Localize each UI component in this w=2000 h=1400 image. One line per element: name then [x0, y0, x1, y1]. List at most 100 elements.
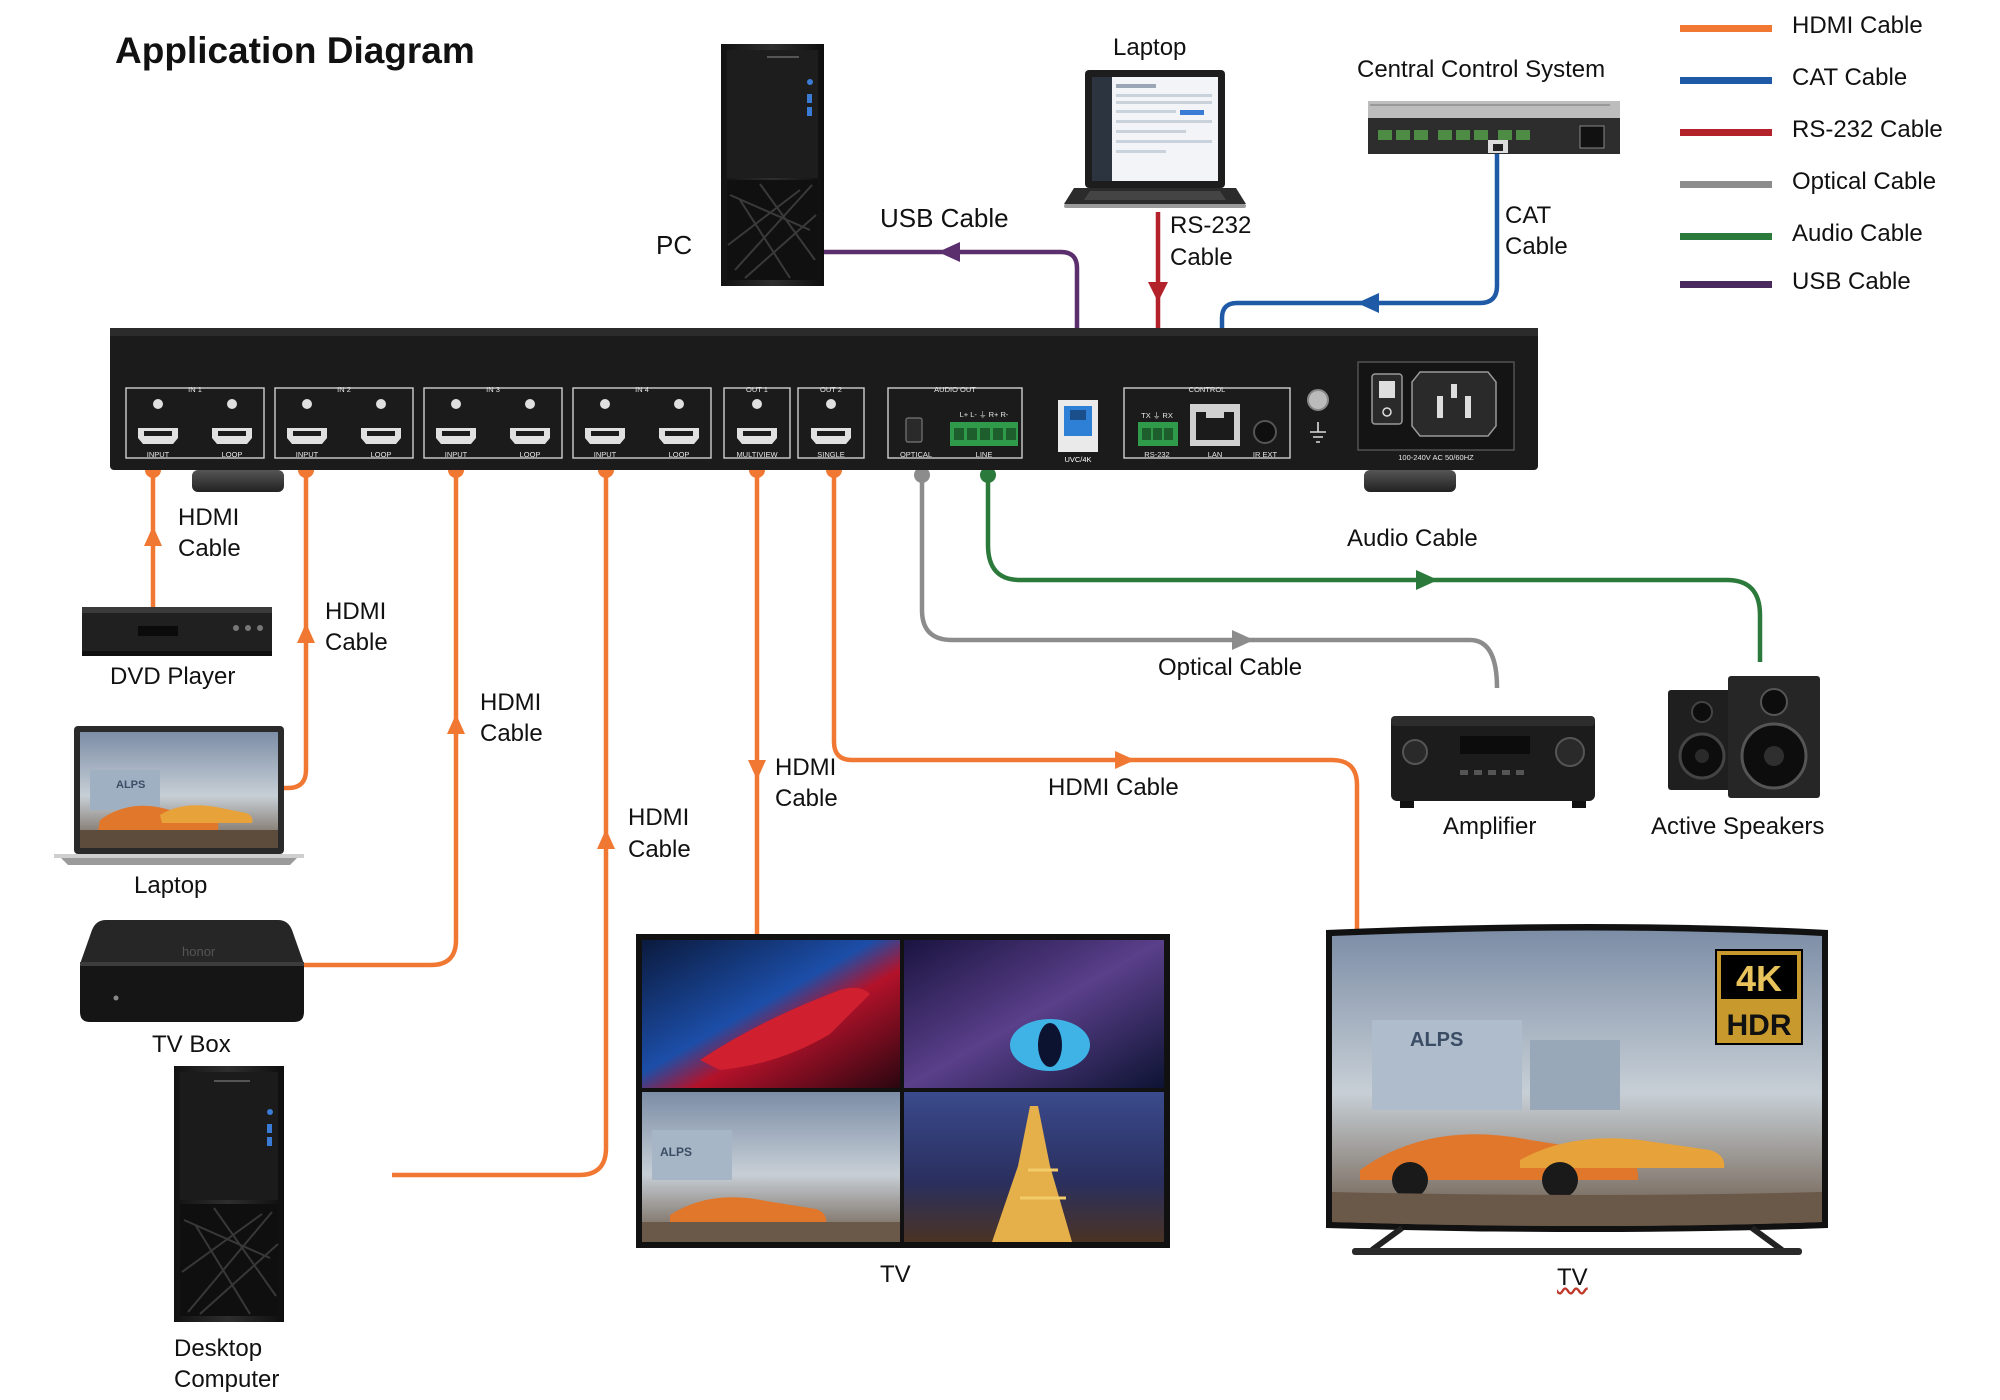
desktop-computer-icon	[174, 1066, 284, 1322]
legend-swatch	[1680, 233, 1772, 240]
label-cat-line2: Cable	[1505, 233, 1568, 260]
audio-port-dot	[980, 467, 996, 483]
label-cat-line1: CAT	[1505, 202, 1552, 229]
label-hdmi-desktop-1: HDMI	[628, 804, 690, 831]
legend-label: CAT Cable	[1792, 64, 1908, 91]
label-laptop-top: Laptop	[1113, 34, 1187, 61]
port-group-out1	[723, 387, 791, 459]
hdmi-arrows	[144, 526, 1135, 849]
port-label-1: LOOP	[222, 450, 243, 459]
label-tv-box: TV Box	[152, 1031, 231, 1058]
label-dvd-player: DVD Player	[110, 663, 236, 690]
port-label-6: INPUT	[594, 450, 617, 459]
port-label-3: LOOP	[371, 450, 392, 459]
label-laptop-left: Laptop	[134, 872, 208, 899]
legend-label: Audio Cable	[1792, 220, 1923, 247]
dvd-player-icon	[82, 607, 272, 656]
port-group-in4	[572, 387, 712, 459]
single-tv: 4K HDR	[1326, 924, 1828, 1255]
optical-port-dot	[914, 467, 930, 483]
legend-swatch	[1680, 25, 1772, 32]
label-hdmi-laptop-1: HDMI	[325, 598, 387, 625]
port-label-2: INPUT	[296, 450, 319, 459]
panel-group-label-1: IN 2	[337, 385, 351, 394]
tv-truck	[1372, 1020, 1522, 1110]
panel-group-label-3: IN 4	[635, 385, 649, 394]
badge-4k: 4K	[1736, 958, 1782, 999]
line-terminal-holes	[954, 428, 1016, 440]
pc-tower-icon	[721, 44, 824, 286]
badge-hdr: HDR	[1727, 1009, 1792, 1042]
legend-swatch	[1680, 181, 1772, 188]
optical-arrow	[1232, 630, 1254, 650]
port-group-out2	[797, 387, 865, 459]
scene-alps-single: ALPS	[1410, 1029, 1463, 1051]
legend-label: Optical Cable	[1792, 168, 1937, 195]
cat-arrow	[1357, 293, 1379, 313]
arrow-tvbox	[447, 714, 465, 734]
page-title: Application Diagram	[115, 30, 475, 71]
label-rs232-line2: Cable	[1170, 244, 1233, 271]
line-label: LINE	[976, 450, 993, 459]
central-control-icon	[1368, 101, 1620, 154]
port-label-9: SINGLE	[817, 450, 845, 459]
tv-box-icon	[80, 920, 304, 1022]
label-hdmi-single: HDMI Cable	[1048, 774, 1179, 801]
laptop-top-icon	[1064, 70, 1246, 208]
ir-ext-port	[1253, 420, 1277, 444]
label-hdmi-tvbox-1: HDMI	[480, 689, 542, 716]
label-optical-cable: Optical Cable	[1158, 654, 1303, 681]
amplifier-icon	[1391, 716, 1595, 808]
optical-cable	[919, 472, 1500, 689]
arrow-desktop	[597, 829, 615, 849]
label-hdmi-dvd-2: Cable	[178, 535, 241, 562]
port-label-7: LOOP	[669, 450, 690, 459]
port-group-in3	[423, 387, 563, 459]
arrow-laptop	[297, 623, 315, 643]
label-central-control: Central Control System	[1357, 56, 1606, 83]
panel-group-label-6: AUDIO OUT	[934, 385, 976, 394]
arrow-dvd	[144, 526, 162, 546]
label-tv-multiview: TV	[880, 1261, 911, 1288]
hdmi-cable-single	[831, 470, 1360, 930]
arrow-multiview	[748, 760, 766, 780]
port-label-5: LOOP	[520, 450, 541, 459]
hdmi-cable-tvbox	[285, 470, 459, 968]
port-group-audio	[887, 387, 1023, 459]
port-label-4: INPUT	[445, 450, 468, 459]
panel-group-label-0: IN 1	[188, 385, 202, 394]
panel-group-label-4: OUT 1	[746, 385, 768, 394]
uvc-label: UVC/4K	[1064, 455, 1091, 464]
legend-label: USB Cable	[1792, 268, 1911, 295]
port-label-8: MULTIVIEW	[736, 450, 778, 459]
label-tv-single: TV	[1557, 1264, 1588, 1291]
line-pins-label: L+ L- ⏚ R+ R-	[960, 410, 1009, 419]
legend-swatch	[1680, 77, 1772, 84]
audio-arrow	[1416, 570, 1438, 590]
label-amplifier: Amplifier	[1443, 813, 1537, 840]
hdmi-cables	[150, 470, 1360, 1178]
port-label-0: INPUT	[147, 450, 170, 459]
usb-arrow	[938, 242, 960, 262]
port-group-in1	[125, 387, 265, 459]
hdmi-cable-desktop	[392, 470, 609, 1178]
legend-label: HDMI Cable	[1792, 12, 1923, 39]
honor-logo: honor	[182, 944, 216, 959]
label-hdmi-desktop-2: Cable	[628, 836, 691, 863]
rs232-port-label: RS-232	[1144, 450, 1169, 459]
label-hdmi-multiview-1: HDMI	[775, 754, 837, 781]
arrow-single	[1115, 751, 1135, 769]
label-hdmi-laptop-2: Cable	[325, 629, 388, 656]
audio-cable	[985, 472, 1763, 662]
laptop-left-icon	[54, 726, 304, 865]
legend-swatch	[1680, 129, 1772, 136]
multiview-tv	[636, 934, 1170, 1248]
panel-group-label-7: CONTROL	[1189, 385, 1226, 394]
label-active-speakers: Active Speakers	[1651, 813, 1825, 840]
txrx-label: TX ⏚ RX	[1141, 411, 1173, 420]
port-group-control	[1123, 387, 1291, 459]
label-audio-cable: Audio Cable	[1347, 525, 1478, 552]
ir-ext-label: IR EXT	[1253, 450, 1278, 459]
multiview-quad-1	[642, 940, 900, 1088]
